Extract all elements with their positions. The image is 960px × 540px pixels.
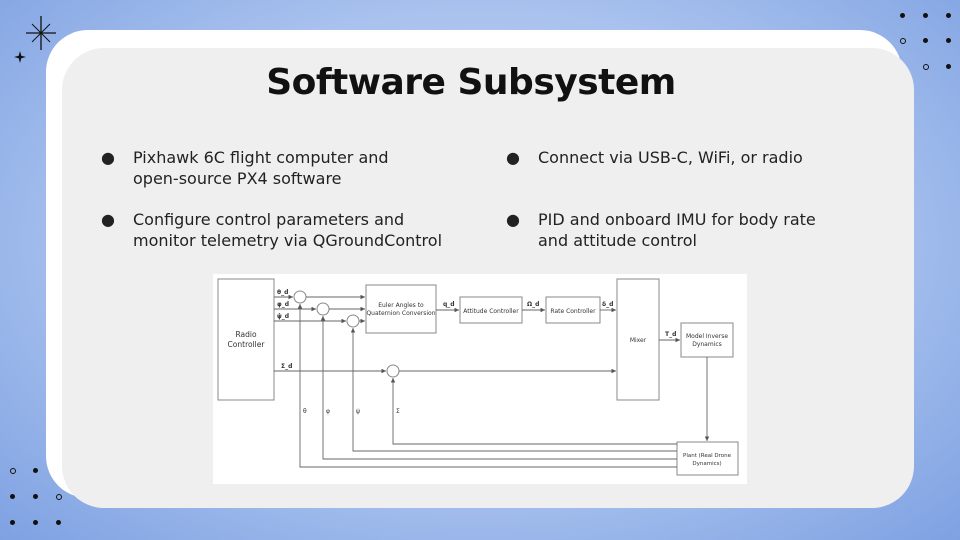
signal-delta-d: δ_d [602, 301, 613, 308]
mixer-block [616, 278, 660, 401]
bullet-line: monitor telemetry via QGroundControl [133, 231, 443, 250]
signal-phi-d: φ_d [277, 301, 289, 308]
decor-dot [923, 13, 928, 18]
small-star-icon [14, 51, 26, 63]
decor-ring [900, 38, 906, 44]
plant-label: Plant (Real Drone [683, 453, 732, 459]
mixer-label: Mixer [630, 337, 647, 344]
plant-label: Dynamics) [692, 461, 721, 467]
signal-sigma-d: Σ_d [281, 363, 292, 370]
decor-dot [33, 520, 38, 525]
feedback-theta [297, 304, 677, 468]
decor-dot [10, 520, 15, 525]
signal-theta: θ [303, 408, 307, 415]
signal-omega-d: Ω_d [527, 301, 539, 308]
decor-ring [10, 468, 16, 474]
signal-q-d: q_d [443, 301, 455, 308]
decor-ring [56, 494, 62, 500]
feedback-psidot [350, 328, 677, 452]
model-inverse-block [680, 322, 734, 358]
attitude-label: Attitude Controller [463, 308, 519, 315]
signal-theta-d: θ_d [277, 289, 288, 296]
bullet-icon: ● [101, 148, 115, 167]
slide-title: Software Subsystem [266, 62, 676, 103]
euler-conversion-block [365, 284, 437, 334]
decor-dot [33, 494, 38, 499]
summing-junction [316, 302, 330, 316]
decor-ring [923, 64, 929, 70]
signal-psidot-d: ψ̇_d [277, 313, 289, 320]
decor-dot [56, 520, 61, 525]
signal-tau-d: T_d [665, 331, 676, 338]
inverse-label: Dynamics [692, 341, 722, 348]
summing-junction [386, 364, 400, 378]
bullet-icon: ● [506, 210, 520, 229]
summing-junction [293, 290, 307, 304]
sparkle-icon [26, 16, 56, 50]
bullet-line: Pixhawk 6C flight computer and [133, 148, 389, 167]
decor-dot [946, 64, 951, 69]
plant-block [676, 441, 739, 476]
bullet-line: PID and onboard IMU for body rate [538, 210, 816, 229]
summing-junction [346, 314, 360, 328]
attitude-controller-block [459, 296, 523, 324]
bullet-icon: ● [101, 210, 115, 229]
bullet-line: open-source PX4 software [133, 169, 342, 188]
bullet-icon: ● [506, 148, 520, 167]
decor-dot [900, 13, 905, 18]
radio-label: Radio [235, 330, 256, 339]
control-block-diagram: Radio Controller Euler Angles to Quatern… [213, 274, 747, 484]
euler-label: Quaternion Conversion [366, 310, 435, 317]
signal-phi: φ [326, 408, 330, 415]
signal-psidot: ψ̇ [356, 408, 360, 415]
decor-dot [923, 38, 928, 43]
radio-controller-block [217, 278, 275, 401]
inverse-label: Model Inverse [686, 333, 728, 340]
decor-dot [10, 494, 15, 499]
decor-dot [946, 13, 951, 18]
signal-sigma: Σ [396, 408, 400, 415]
feedback-phi [320, 316, 677, 460]
bullet-line: Configure control parameters and [133, 210, 405, 229]
bullet-line: and attitude control [538, 231, 697, 250]
decor-dot [946, 38, 951, 43]
bullet-line: Connect via USB-C, WiFi, or radio [538, 148, 803, 167]
decor-dot [33, 468, 38, 473]
rate-controller-block [545, 296, 601, 324]
feedback-sigma [390, 378, 677, 445]
euler-label: Euler Angles to [378, 302, 424, 309]
rate-label: Rate Controller [550, 308, 596, 315]
radio-label: Controller [228, 340, 266, 349]
